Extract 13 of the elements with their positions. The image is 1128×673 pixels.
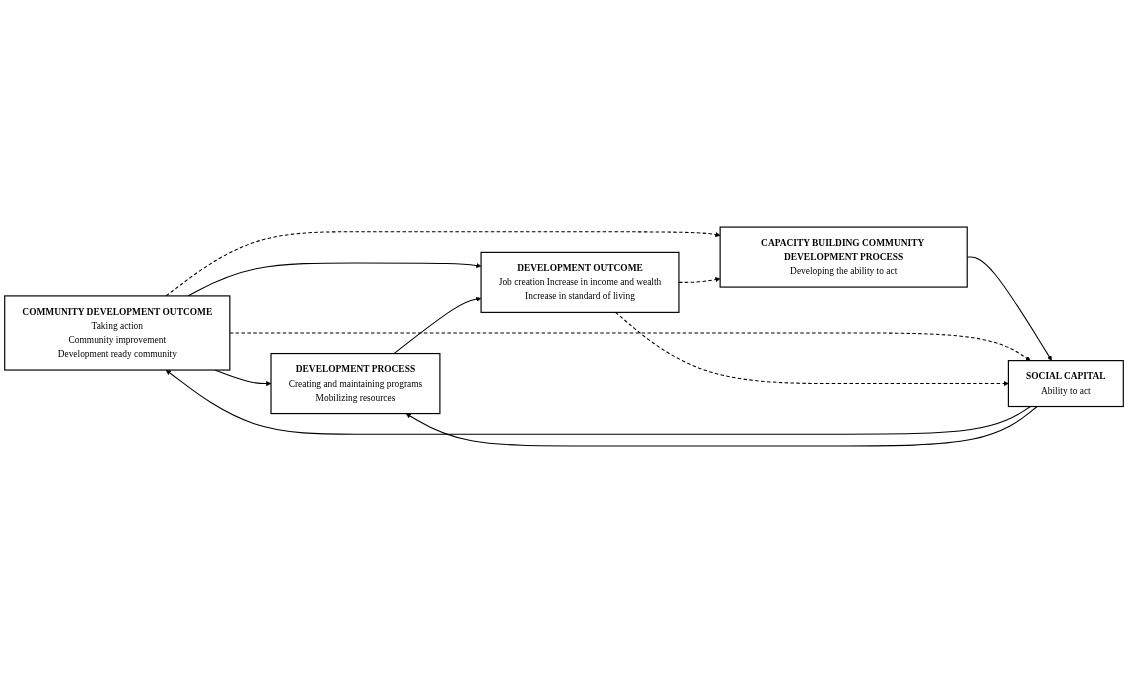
arrow: [165, 231, 721, 297]
arrow: [405, 406, 1038, 447]
arrow: [229, 332, 1031, 361]
arrow: [393, 296, 482, 355]
arrow: [165, 369, 1031, 435]
node-box: COMMUNITY DEVELOPMENT OUTCOME Taking action Community improvement Development ready community: [4, 295, 231, 371]
arrow: [187, 262, 482, 297]
node-box: CAPACITY BUILDING COMMUNITY DEVELOPMENT PROCESS Developing the ability to act: [719, 226, 968, 288]
node-box: DEVELOPMENT OUTCOME Job creation Increase in income and wealth Increase in standard of living: [480, 251, 680, 313]
arrow: [614, 311, 1009, 387]
node-box: DEVELOPMENT PROCESS Creating and maintaining programs Mobilizing resources: [270, 352, 441, 415]
node-box: SOCIAL CAPITAL Ability to act: [1007, 360, 1124, 408]
arrow: [678, 277, 721, 283]
